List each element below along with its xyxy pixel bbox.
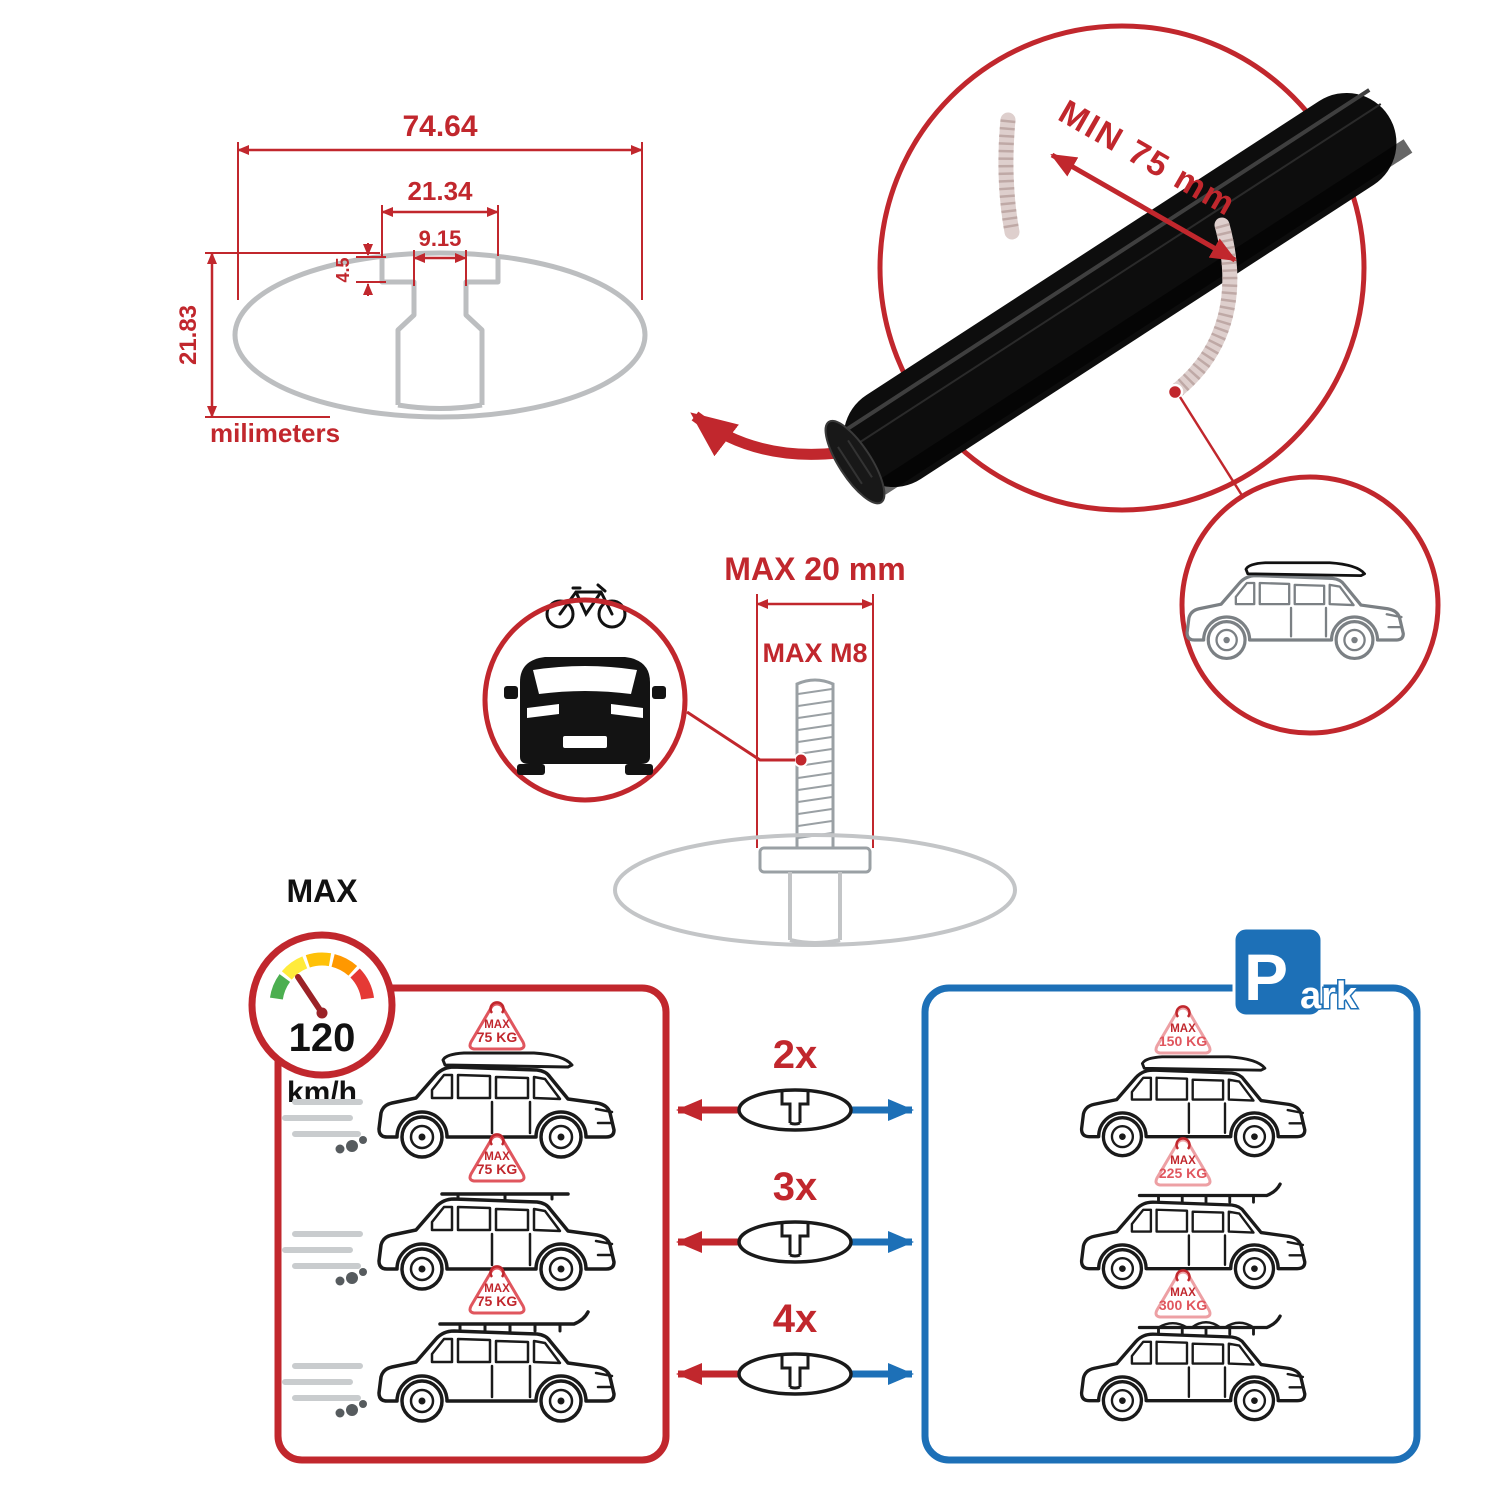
roof-box-icon bbox=[1140, 1055, 1267, 1072]
units-label: milimeters bbox=[210, 418, 340, 448]
motion-lines-icon bbox=[282, 1231, 363, 1269]
bar-section-icon bbox=[737, 1352, 853, 1396]
tag-label: MAX bbox=[1170, 1287, 1196, 1299]
t-slot-profile bbox=[379, 258, 501, 411]
tag-label: MAX bbox=[484, 1283, 510, 1295]
tag-value: 225 KG bbox=[1159, 1165, 1207, 1181]
parked-row-2: MAX 225 KG bbox=[1079, 1136, 1307, 1290]
dimension-diagram: 74.64 21.34 9.15 4.5 21.83 milimeters bbox=[175, 110, 648, 448]
bolt-max-thread-label: MAX M8 bbox=[762, 638, 867, 668]
suv-roofbox-icon bbox=[1244, 561, 1367, 578]
driving-row-2: MAX 75 KG bbox=[282, 1132, 616, 1291]
motion-lines-icon bbox=[282, 1363, 363, 1401]
crossbar-render: MIN 75 mm bbox=[824, 23, 1413, 513]
parking-sign-p: P bbox=[1244, 940, 1288, 1014]
t-bolt-icon bbox=[758, 678, 872, 874]
tag-label: MAX bbox=[484, 1019, 510, 1031]
driving-row-1: MAX 75 KG bbox=[282, 1000, 616, 1159]
bolt-max-length-label: MAX 20 mm bbox=[724, 551, 905, 587]
parked-row-1: MAX 150 KG bbox=[1079, 1004, 1307, 1158]
bar-count-label: 4x bbox=[773, 1297, 818, 1341]
bar-count-row-1: 2x bbox=[676, 1033, 914, 1132]
bar-profile-ellipse bbox=[232, 250, 648, 420]
speed-value: 120 bbox=[289, 1016, 356, 1060]
driving-row-3: MAX 75 KG bbox=[282, 1264, 616, 1423]
tag-label: MAX bbox=[484, 1151, 510, 1163]
speed-max-label: MAX bbox=[286, 873, 358, 909]
bar-count-row-3: 4x bbox=[676, 1297, 914, 1396]
bar-count-label: 3x bbox=[773, 1165, 818, 1209]
tag-value: 150 KG bbox=[1159, 1033, 1207, 1049]
parking-sign-ark: ark bbox=[1300, 975, 1358, 1017]
profile-stem bbox=[788, 872, 842, 945]
connector-line bbox=[1178, 396, 1245, 498]
dim-flange-depth: 4.5 bbox=[333, 257, 353, 282]
dim-total-height: 21.83 bbox=[175, 305, 202, 365]
fixing-point-dot bbox=[1166, 383, 1184, 401]
tag-label: MAX bbox=[1170, 1023, 1196, 1035]
motion-lines-icon bbox=[282, 1099, 363, 1137]
dim-slot-outer: 21.34 bbox=[407, 176, 473, 206]
tag-value: 75 KG bbox=[477, 1161, 518, 1177]
dim-slot-inner: 9.15 bbox=[419, 226, 462, 251]
bar-count-row-2: 3x bbox=[676, 1165, 914, 1264]
tag-value: 300 KG bbox=[1159, 1297, 1207, 1313]
bar-count-label: 2x bbox=[773, 1033, 818, 1077]
crossbar-icon bbox=[824, 88, 1413, 505]
car-front-icon bbox=[504, 657, 666, 775]
leader-line bbox=[686, 710, 795, 762]
tag-value: 75 KG bbox=[477, 1029, 518, 1045]
speedometer-needle bbox=[295, 974, 325, 1016]
suv-roofbox-view bbox=[1179, 474, 1441, 736]
parking-sign: P ark bbox=[1232, 926, 1359, 1019]
bar-section-icon bbox=[737, 1088, 853, 1132]
car-bike-view bbox=[482, 583, 688, 803]
tag-label: MAX bbox=[1170, 1155, 1196, 1167]
parked-row-3: MAX 300 KG bbox=[1079, 1268, 1307, 1422]
bolt-point-dot bbox=[793, 752, 809, 768]
min-span-arrow-icon bbox=[1050, 152, 1237, 263]
tag-value: 75 KG bbox=[477, 1293, 518, 1309]
dim-total-width: 74.64 bbox=[402, 110, 477, 143]
roof-box-icon bbox=[441, 1051, 574, 1069]
bolt-diagram: MAX 20 mm MAX M8 bbox=[613, 551, 1017, 947]
bar-section-icon bbox=[737, 1220, 853, 1264]
